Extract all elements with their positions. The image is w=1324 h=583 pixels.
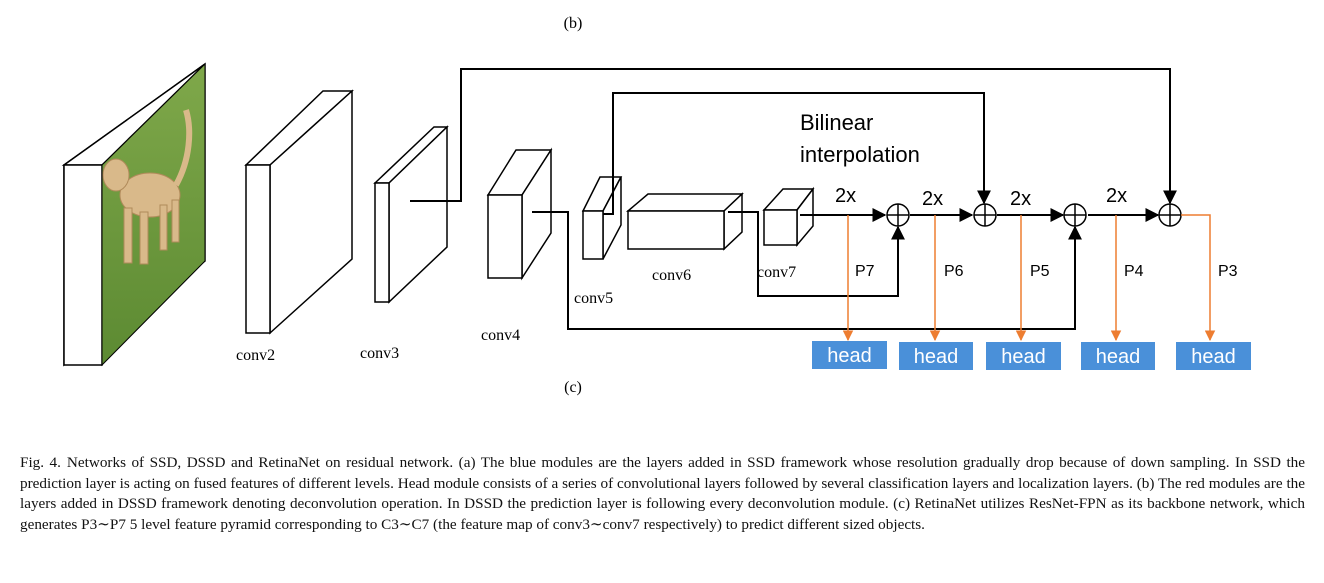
head-p3: head: [1176, 342, 1251, 370]
head-p4: head: [1081, 342, 1155, 370]
pyramid-label-p3: P3: [1218, 263, 1238, 280]
conv6-label: conv6: [652, 267, 691, 284]
pyramid-label-p7: P7: [855, 263, 875, 280]
input-image-block: [61, 62, 206, 367]
interpolation-label: interpolation: [800, 142, 920, 167]
svg-text:head: head: [1191, 346, 1236, 368]
conv5-block: [581, 176, 623, 260]
upsample-label-2: 2x: [922, 188, 943, 210]
conv4-block: [486, 147, 553, 281]
upsample-label-3: 2x: [1010, 188, 1031, 210]
conv5-label: conv5: [574, 290, 613, 307]
bilinear-label: Bilinear: [800, 110, 873, 135]
pyramid-label-p6: P6: [944, 263, 964, 280]
conv2-block: [244, 89, 354, 335]
sum-node-1: [886, 203, 910, 227]
figure-caption: Fig. 4.Networks of SSD, DSSD and RetinaN…: [20, 453, 1305, 535]
sum-node-3: [1063, 203, 1087, 227]
sum-node-4: [1158, 203, 1182, 227]
panel-c-label: (c): [564, 379, 582, 396]
dog-photo-icon: [102, 109, 193, 265]
head-p5: head: [986, 342, 1061, 370]
pyramid-arrows: [842, 214, 1216, 342]
svg-text:head: head: [1001, 346, 1046, 368]
sum-node-2: [973, 203, 997, 227]
conv4-label: conv4: [481, 327, 520, 344]
svg-text:head: head: [1096, 346, 1141, 368]
sum-nodes: [886, 203, 1182, 227]
conv7-block: [762, 186, 815, 248]
conv7-label: conv7: [757, 264, 796, 281]
caption-text: Networks of SSD, DSSD and RetinaNet on r…: [20, 454, 1305, 533]
conv6-block: [625, 192, 744, 251]
panel-b-label: (b): [564, 15, 583, 32]
upsample-label-1: 2x: [835, 185, 856, 207]
conv2-label: conv2: [236, 347, 275, 364]
upsample-label-4: 2x: [1106, 185, 1127, 207]
svg-text:head: head: [827, 345, 872, 367]
retinanet-diagram: (b) (c) conv2 conv3 con: [61, 15, 1251, 396]
svg-text:head: head: [914, 346, 959, 368]
caption-label: Fig. 4.: [20, 454, 61, 471]
conv3-block: [373, 125, 449, 304]
pyramid-label-p4: P4: [1124, 263, 1144, 280]
pyramid-label-p5: P5: [1030, 263, 1050, 280]
head-p7: head: [812, 341, 887, 369]
skip-connections: [410, 68, 1177, 330]
head-modules: head head head head head: [812, 341, 1251, 370]
head-p6: head: [899, 342, 973, 370]
conv3-label: conv3: [360, 345, 399, 362]
